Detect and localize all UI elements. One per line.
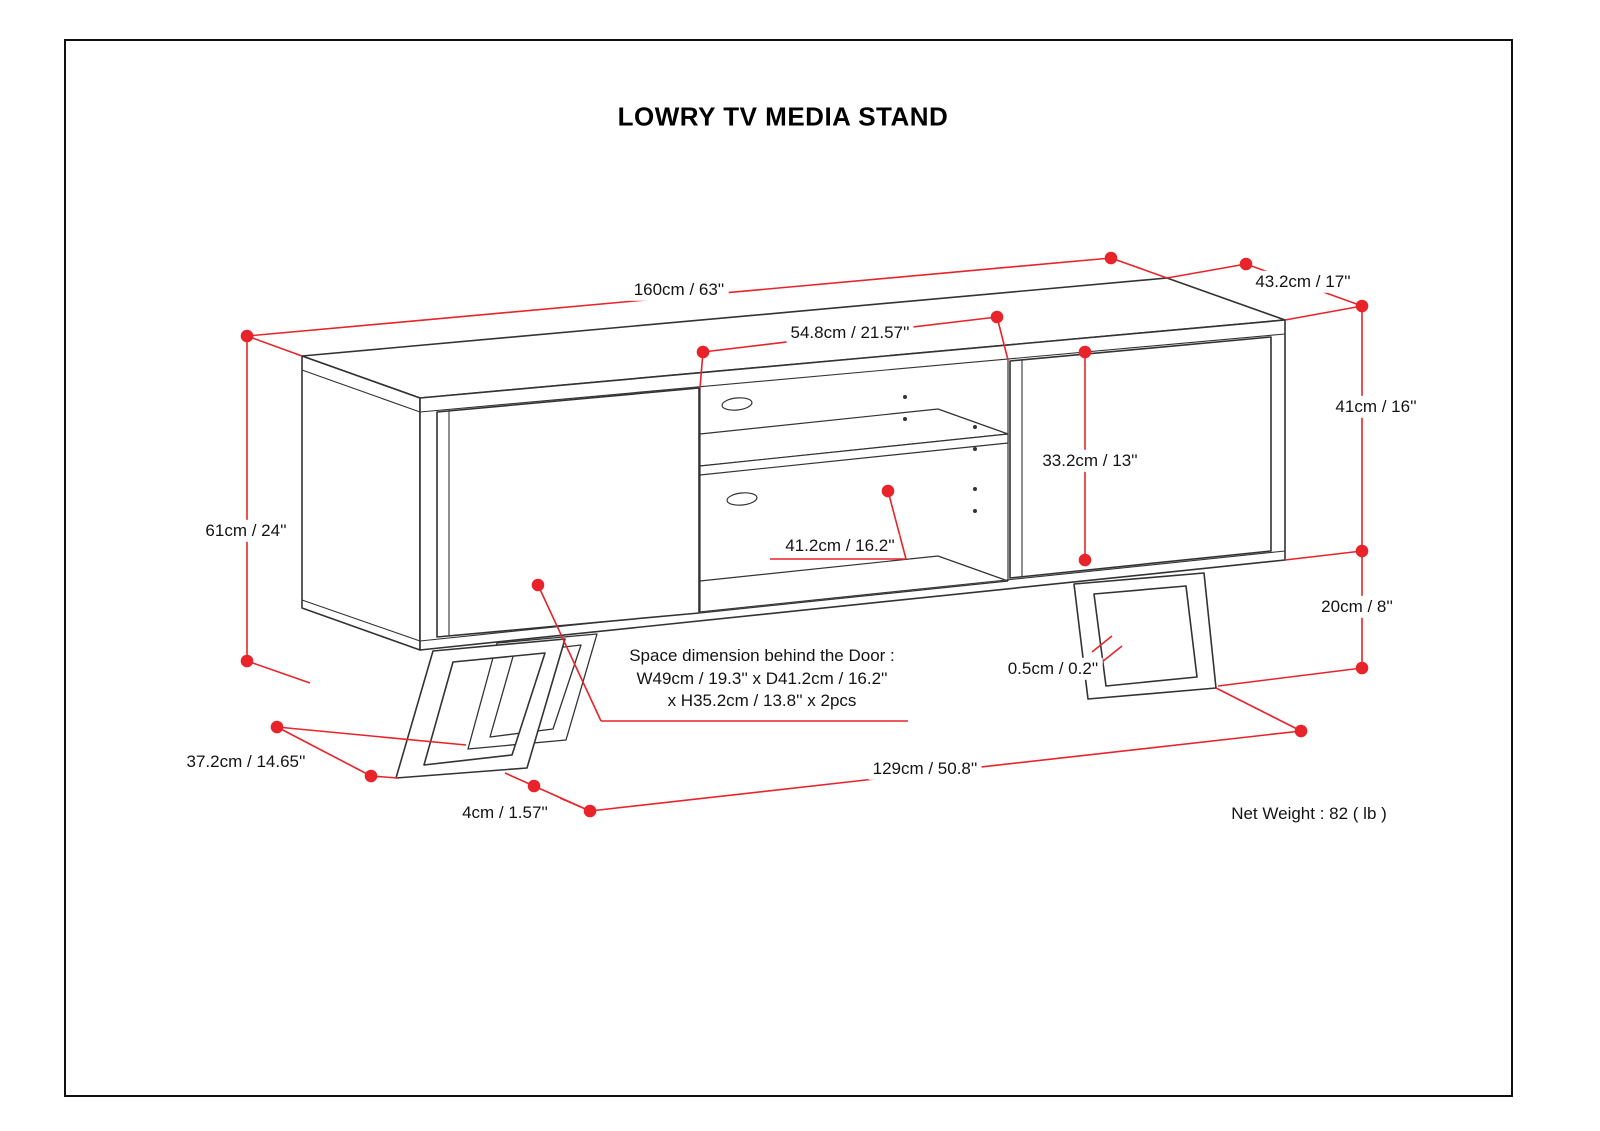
cable-hole-top <box>721 397 753 411</box>
dim-label-foot-width: 4cm / 1.57'' <box>458 801 552 825</box>
dim-leader-door-note <box>537 584 908 722</box>
dim-line-cabinet-height <box>1284 306 1363 561</box>
dim-label-top-width: 160cm / 63'' <box>629 278 729 302</box>
door-note-line2: W49cm / 19.3'' x D41.2cm / 16.2'' <box>634 668 890 690</box>
dimension-dots <box>240 251 1369 818</box>
dim-line-overall-height <box>246 336 311 684</box>
dim-label-opening-height: 33.2cm / 13'' <box>1038 449 1142 473</box>
front-left-leg <box>395 638 566 779</box>
shelf-pin-holes <box>903 395 977 513</box>
dim-label-base-depth: 37.2cm / 14.65'' <box>182 750 310 774</box>
left-door <box>436 387 700 638</box>
dim-line-shelf-depth <box>770 490 907 560</box>
net-weight-label: Net Weight : 82 ( lb ) <box>1227 802 1391 826</box>
dim-label-opening-width: 54.8cm / 21.57'' <box>786 321 914 345</box>
dim-label-shelf-depth: 41.2cm / 16.2'' <box>781 534 899 558</box>
bottom-panel-back-edge <box>699 555 1009 582</box>
door-note-line1: Space dimension behind the Door : <box>627 645 897 667</box>
cabinet <box>301 277 1286 779</box>
top-slab-line <box>301 333 1286 413</box>
middle-shelf-front-edge <box>699 433 1009 476</box>
dim-label-top-depth: 43.2cm / 17'' <box>1251 270 1355 294</box>
dim-ticks-metal-thickness <box>1091 635 1123 663</box>
dim-line-leg-height <box>1217 551 1363 687</box>
page-title: LOWRY TV MEDIA STAND <box>617 101 949 132</box>
dim-label-metal-thickness: 0.5cm / 0.2'' <box>1003 657 1103 681</box>
middle-opening <box>699 359 1009 614</box>
door-note-line3: x H35.2cm / 13.8'' x 2pcs <box>665 690 859 712</box>
bottom-slab-line <box>301 550 1286 642</box>
dim-label-base-span: 129cm / 50.8'' <box>868 757 982 781</box>
dim-label-leg-height: 20cm / 8'' <box>1317 595 1397 619</box>
page-border <box>64 39 1513 1097</box>
cable-hole-middle <box>726 492 758 506</box>
opening-bottom-edge <box>699 580 1009 614</box>
dim-label-cabinet-height: 41cm / 16'' <box>1331 395 1421 419</box>
dim-label-overall-height: 61cm / 24'' <box>201 519 291 543</box>
